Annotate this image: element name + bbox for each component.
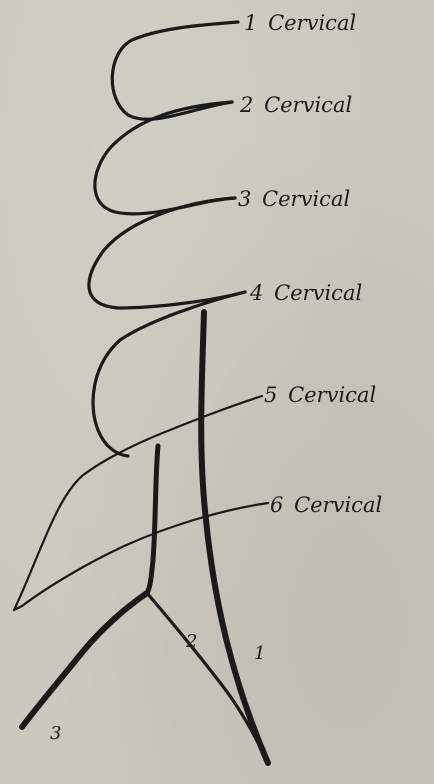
branch-label-1: 1 (254, 643, 265, 664)
label-c6: 6 Cervical (270, 493, 382, 517)
trunk-1 (201, 312, 268, 763)
label-c5: 5 Cervical (264, 383, 376, 407)
c5-branch (14, 396, 262, 610)
label-c1: 1 Cervical (244, 11, 356, 35)
branch-3 (22, 593, 147, 727)
label-c3: 3 Cervical (238, 187, 350, 211)
label-c2: 2 Cervical (239, 93, 352, 117)
branch-label-2: 2 (185, 631, 197, 652)
loop-c3-c4 (89, 198, 245, 308)
branch-2 (147, 593, 268, 763)
c6-branch (22, 503, 268, 606)
branch-label-3: 3 (50, 723, 61, 744)
label-c4: 4 Cervical (249, 281, 362, 305)
trunk-2 (147, 446, 158, 593)
